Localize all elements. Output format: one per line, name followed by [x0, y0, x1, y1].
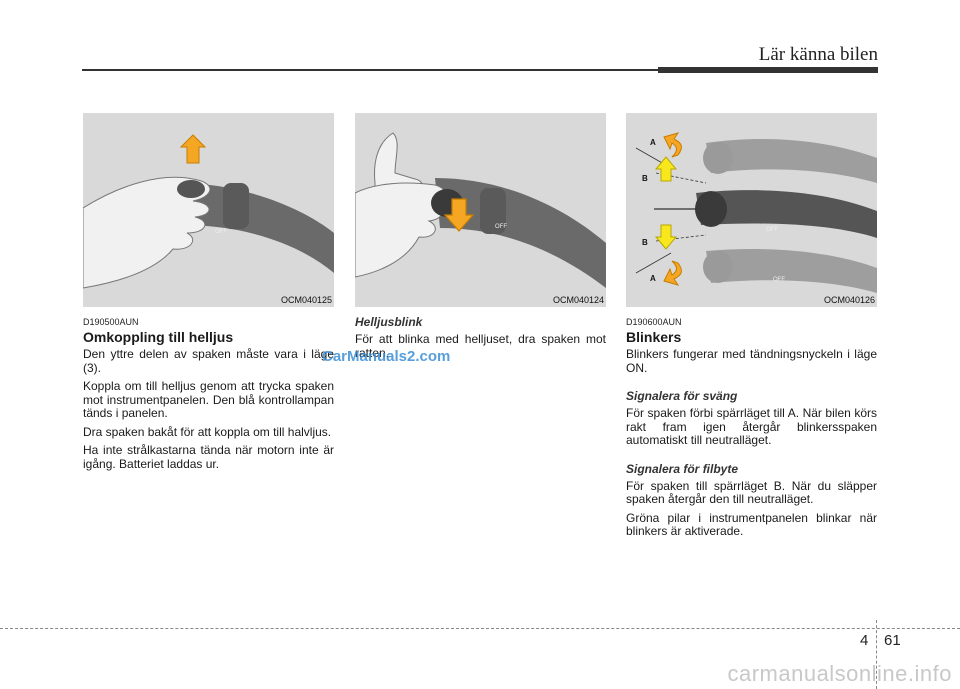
- paragraph: För spaken förbi spärrläget till A. När …: [626, 406, 877, 447]
- arrow-down-icon: [443, 198, 475, 232]
- subheading: Signalera för sväng: [626, 389, 738, 403]
- section-heading: Blinkers: [626, 329, 682, 345]
- footer-rule: [0, 628, 960, 629]
- label-b-bottom: B: [642, 238, 648, 247]
- arrow-up-icon: [654, 156, 678, 182]
- page-number: 61: [884, 632, 901, 649]
- lever-stalk: [178, 183, 334, 273]
- chapter-number: 4: [860, 632, 869, 649]
- subheading: Signalera för filbyte: [626, 461, 739, 476]
- arrow-curve-up-icon: [663, 132, 682, 158]
- subheading: Helljusblink: [355, 315, 423, 329]
- arrow-curve-down-icon: [663, 260, 682, 286]
- figure-flash-switch: OFF OCM040124: [355, 113, 606, 307]
- figure-turn-signal-positions: OFF OFF A B B A OCM040126: [626, 113, 877, 307]
- figure-high-beam-switch: OFF OCM040125: [83, 113, 334, 307]
- paragraph: För att blinka med helljuset, dra spaken…: [355, 332, 606, 360]
- fist-shape: [355, 182, 446, 278]
- label-a-top: A: [650, 138, 656, 147]
- switch-ring: [223, 183, 249, 229]
- section-code: D190600AUN: [626, 317, 682, 327]
- paragraph: Gröna pilar i instrumentpanelen blinkar …: [626, 510, 877, 538]
- figure-code: OCM040125: [280, 295, 332, 305]
- figure-code: OCM040124: [552, 295, 604, 305]
- column-turn-signals: OFF OFF A B B A OCM040126 D190600AUN Bli…: [626, 113, 877, 544]
- figure-code: OCM040126: [823, 295, 875, 305]
- lever-push-illustration: OFF: [83, 134, 334, 289]
- paragraph: Den yttre delen av spaken måste vara i l…: [83, 347, 334, 375]
- lever-stalk: [435, 178, 606, 288]
- lever-knob-lower: [703, 251, 733, 283]
- off-label: OFF: [495, 224, 507, 230]
- footer-divider: [876, 620, 877, 689]
- switch-ring: [480, 188, 506, 234]
- chapter-title: Lär känna bilen: [758, 44, 878, 65]
- paragraph: Blinkers fungerar med tändningsnyckeln i…: [626, 347, 877, 375]
- lever-pull-illustration: OFF: [355, 132, 606, 288]
- label-a-bottom: A: [650, 274, 656, 283]
- label-b-top: B: [642, 174, 648, 183]
- lever-positions-illustration: OFF OFF A B B A: [635, 132, 877, 293]
- off-label: OFF: [215, 229, 227, 235]
- off-label: OFF: [773, 277, 785, 283]
- lever-knob-upper: [703, 142, 733, 174]
- lever-knob-middle: [695, 191, 727, 227]
- lever-knob: [177, 180, 205, 198]
- lever-middle: [696, 190, 877, 238]
- off-label: OFF: [766, 227, 778, 233]
- header-rule: [82, 69, 878, 71]
- hand-shape: [83, 176, 211, 289]
- lever-lower: [706, 248, 877, 293]
- paragraph: Dra spaken bakåt för att koppla om till …: [83, 424, 332, 439]
- watermark-overlay: CarManuals2.com: [322, 348, 451, 365]
- paragraph: Ha inte strålkastarna tända när motorn i…: [83, 443, 334, 471]
- column-high-beam: OFF OCM040125 D190500AUN Omkoppling till…: [83, 113, 334, 476]
- arrow-down-icon: [654, 224, 678, 250]
- guide-line: [635, 252, 672, 274]
- lever-upper: [706, 138, 877, 183]
- paragraph: För spaken till spärrläget B. När du slä…: [626, 478, 877, 506]
- header-rule-accent: [658, 67, 878, 73]
- section-heading: Omkoppling till helljus: [83, 329, 234, 345]
- watermark-footer: carmanualsonline.info: [727, 661, 952, 686]
- guide-line: [655, 172, 707, 184]
- column-flash: OFF OCM040124 Helljusblink För att blink…: [355, 113, 606, 365]
- section-code: D190500AUN: [83, 317, 139, 327]
- guide-line: [655, 234, 707, 242]
- paragraph: Koppla om till helljus genom att trycka …: [83, 379, 334, 420]
- arrow-up-icon: [179, 134, 207, 164]
